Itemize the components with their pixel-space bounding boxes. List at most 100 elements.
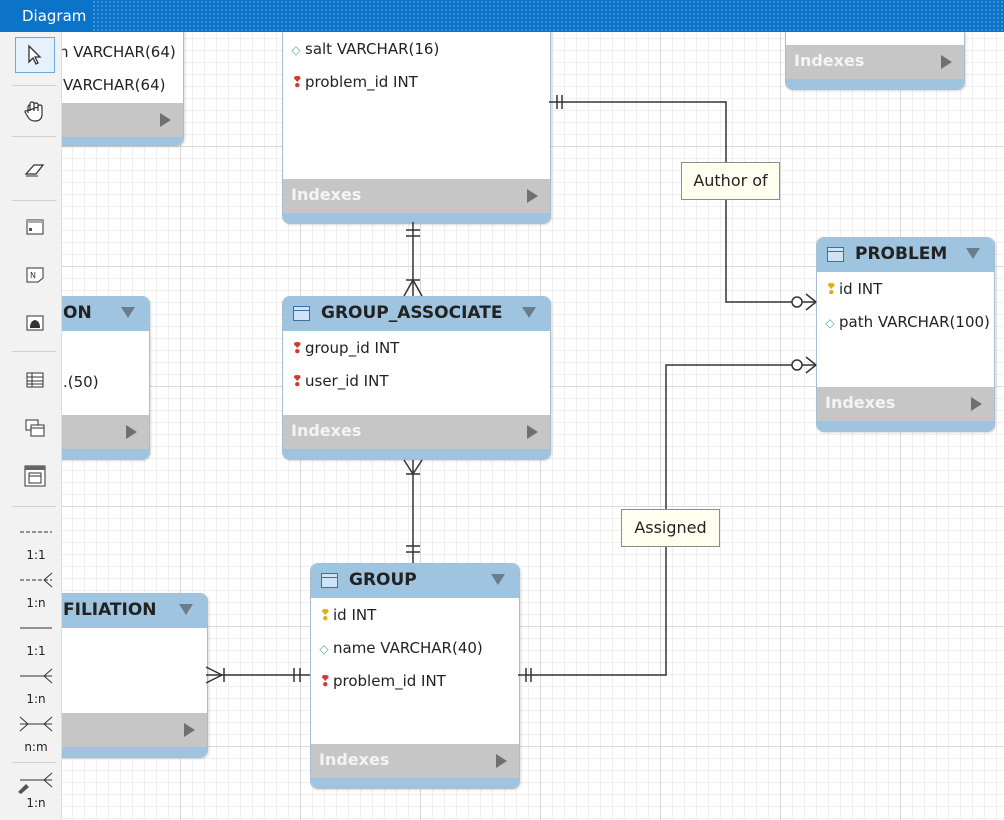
relationship-label-author-of[interactable]: Author of bbox=[681, 162, 780, 200]
table-name: GROUP bbox=[349, 570, 417, 590]
table-icon bbox=[827, 247, 844, 262]
relationship-1-n-identifying-tool[interactable]: 1:n bbox=[16, 666, 56, 706]
note-icon: N bbox=[26, 267, 44, 283]
column-row: n VARCHAR(64) bbox=[62, 43, 176, 61]
indexes-bar[interactable]: Indexes bbox=[283, 179, 550, 213]
column-label: problem_id INT bbox=[305, 73, 418, 91]
indexes-label: Indexes bbox=[319, 750, 390, 769]
column-label: group_id INT bbox=[305, 339, 400, 357]
expand-arrow-icon[interactable] bbox=[160, 113, 171, 127]
toolbar-separator bbox=[12, 351, 56, 352]
table-group-associate[interactable]: GROUP_ASSOCIATE ❢group_id INT ❢user_id I… bbox=[282, 296, 551, 460]
relationship-label-assigned[interactable]: Assigned bbox=[621, 509, 720, 547]
relationship-label: 1:1 bbox=[26, 644, 46, 658]
indexes-label: Indexes bbox=[291, 421, 362, 440]
column-label: id INT bbox=[333, 606, 377, 624]
note-tool[interactable]: N bbox=[15, 257, 55, 293]
foreign-key-icon: ❢ bbox=[291, 372, 304, 390]
table-header[interactable]: GROUP bbox=[311, 564, 519, 598]
table-partial-top-left[interactable]: n VARCHAR(64) VARCHAR(64) bbox=[62, 32, 184, 146]
indexes-bar[interactable]: Indexes bbox=[786, 45, 964, 79]
layer-tool[interactable] bbox=[15, 209, 55, 245]
table-footer bbox=[62, 137, 183, 145]
indexes-bar[interactable]: Indexes bbox=[283, 415, 550, 449]
relationship-picker-icon bbox=[18, 772, 53, 794]
column-user-id: ❢user_id INT bbox=[291, 372, 388, 390]
hand-tool[interactable] bbox=[15, 94, 55, 130]
column-label: name VARCHAR(40) bbox=[333, 639, 483, 657]
column-row: .(50) bbox=[63, 373, 99, 391]
column-label: user_id INT bbox=[305, 372, 389, 390]
column-label: .(50) bbox=[63, 373, 99, 391]
toolbar-separator bbox=[12, 85, 56, 86]
column-id: ❢id INT bbox=[319, 606, 376, 624]
column-label: salt VARCHAR(16) bbox=[305, 40, 440, 58]
indexes-bar[interactable]: Indexes bbox=[817, 387, 994, 421]
view-icon bbox=[25, 419, 45, 437]
relationship-label: 1:n bbox=[26, 692, 46, 706]
toolbar-separator bbox=[12, 506, 56, 507]
diagram-title-bar: Diagram bbox=[0, 0, 1004, 32]
relationship-1-n-icon bbox=[20, 668, 53, 684]
table-partial-top-right[interactable]: Indexes bbox=[785, 32, 965, 90]
expand-arrow-icon[interactable] bbox=[971, 397, 982, 411]
table-header[interactable]: PROBLEM bbox=[817, 238, 994, 272]
chevron-down-icon[interactable] bbox=[966, 248, 980, 259]
table-tool[interactable] bbox=[15, 362, 55, 398]
image-icon bbox=[26, 315, 44, 331]
relationship-1-n-icon bbox=[20, 572, 53, 588]
column-label: VARCHAR(64) bbox=[63, 76, 166, 94]
table-partial-on[interactable]: ON .(50) bbox=[62, 296, 150, 460]
expand-arrow-icon[interactable] bbox=[126, 425, 137, 439]
expand-arrow-icon[interactable] bbox=[496, 754, 507, 768]
indexes-bar[interactable]: Indexes bbox=[311, 744, 519, 778]
relationship-1-1-identifying-tool[interactable]: 1:1 bbox=[16, 618, 56, 658]
relationship-existing-columns-tool[interactable]: 1:n bbox=[16, 770, 56, 810]
column-label: path VARCHAR(100) bbox=[839, 313, 990, 331]
indexes-bar[interactable] bbox=[62, 713, 207, 747]
column-label: problem_id INT bbox=[333, 672, 446, 690]
expand-arrow-icon[interactable] bbox=[184, 723, 195, 737]
primary-key-icon: ❢ bbox=[319, 606, 332, 624]
column-nullable-icon: ◇ bbox=[291, 43, 301, 57]
indexes-bar[interactable] bbox=[62, 415, 149, 449]
primary-key-icon: ❢ bbox=[825, 280, 838, 298]
relationship-label: n:m bbox=[24, 740, 48, 754]
indexes-bar[interactable] bbox=[62, 103, 183, 137]
table-header[interactable]: FILIATION bbox=[62, 594, 207, 628]
chevron-down-icon[interactable] bbox=[179, 604, 193, 615]
table-footer bbox=[283, 449, 550, 459]
relationship-label: 1:n bbox=[26, 796, 46, 810]
pointer-tool[interactable] bbox=[15, 37, 55, 73]
relationship-label: 1:1 bbox=[26, 548, 46, 562]
relationship-1-1-nonidentifying-tool[interactable]: 1:1 bbox=[16, 522, 56, 562]
toolbar-separator bbox=[12, 762, 56, 763]
table-partial-affiliation[interactable]: FILIATION bbox=[62, 593, 208, 758]
relationship-1-n-nonidentifying-tool[interactable]: 1:n bbox=[16, 570, 56, 610]
column-group-id: ❢group_id INT bbox=[291, 339, 399, 357]
table-group[interactable]: GROUP ❢id INT ◇name VARCHAR(40) ❢problem… bbox=[310, 563, 520, 789]
routine-group-tool[interactable] bbox=[15, 458, 55, 494]
table-top-center[interactable]: ◇ salt VARCHAR(16) ❢problem_id INT Indexe… bbox=[282, 32, 551, 224]
column-problem-id: ❢problem_id INT bbox=[291, 73, 418, 91]
table-header[interactable]: ON bbox=[62, 297, 149, 331]
relationship-1-1-icon bbox=[20, 531, 52, 533]
column-label: id INT bbox=[839, 280, 883, 298]
view-tool[interactable] bbox=[15, 410, 55, 446]
expand-arrow-icon[interactable] bbox=[527, 425, 538, 439]
table-problem[interactable]: PROBLEM ❢id INT ◇path VARCHAR(100) Index… bbox=[816, 237, 995, 432]
expand-arrow-icon[interactable] bbox=[941, 55, 952, 69]
table-icon bbox=[293, 306, 310, 321]
author-of-connector bbox=[549, 101, 816, 303]
table-header[interactable]: GROUP_ASSOCIATE bbox=[283, 297, 550, 331]
table-name: FILIATION bbox=[63, 600, 157, 620]
relationship-n-m-tool[interactable]: n:m bbox=[16, 714, 56, 754]
image-tool[interactable] bbox=[15, 305, 55, 341]
expand-arrow-icon[interactable] bbox=[527, 189, 538, 203]
chevron-down-icon[interactable] bbox=[121, 307, 135, 318]
chevron-down-icon[interactable] bbox=[491, 574, 505, 585]
diagram-canvas[interactable]: n VARCHAR(64) VARCHAR(64) ◇ salt VARCHAR(… bbox=[62, 32, 1004, 820]
chevron-down-icon[interactable] bbox=[522, 307, 536, 318]
eraser-tool[interactable] bbox=[15, 152, 55, 188]
column-salt: ◇ salt VARCHAR(16) bbox=[291, 40, 439, 58]
